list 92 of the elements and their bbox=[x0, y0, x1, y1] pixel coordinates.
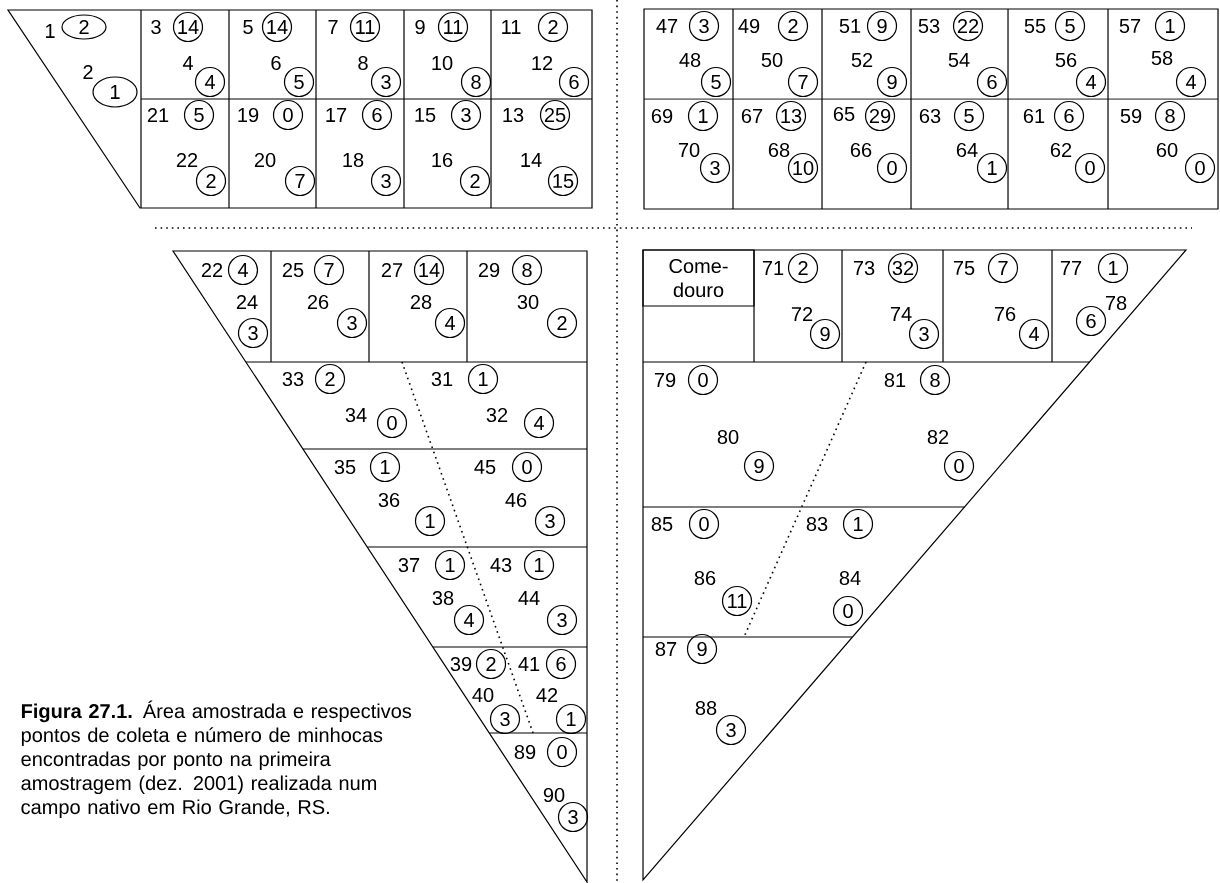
point-number: 84 bbox=[839, 570, 861, 586]
point-number: 47 bbox=[656, 19, 678, 33]
point-number: 14 bbox=[521, 153, 542, 167]
point-number: 42 bbox=[536, 688, 558, 702]
point-number: 13 bbox=[503, 107, 524, 123]
point-number: 29 bbox=[478, 262, 500, 278]
point-number: 22 bbox=[176, 153, 198, 167]
point-number: 4 bbox=[182, 56, 193, 70]
point-number: 60 bbox=[1156, 142, 1178, 158]
point-number: 1 bbox=[46, 24, 55, 38]
point-number: 49 bbox=[738, 18, 760, 34]
point-number: 52 bbox=[851, 52, 873, 68]
point-number: 8 bbox=[358, 55, 368, 71]
point-number: 40 bbox=[472, 687, 494, 703]
point-number: 87 bbox=[655, 641, 677, 657]
point-number: 68 bbox=[768, 142, 790, 158]
point-number: 17 bbox=[326, 108, 347, 122]
point-number: 31 bbox=[431, 371, 453, 387]
point-number: 46 bbox=[505, 492, 527, 508]
point-number: 35 bbox=[334, 459, 356, 475]
point-number: 33 bbox=[282, 371, 304, 387]
point-number: 36 bbox=[378, 492, 400, 508]
point-number: 65 bbox=[833, 106, 855, 122]
point-number: 58 bbox=[1151, 50, 1173, 66]
point-number: 82 bbox=[927, 429, 949, 445]
point-number: 73 bbox=[853, 260, 875, 276]
point-number: 90 bbox=[543, 787, 565, 803]
point-number: 21 bbox=[147, 108, 169, 122]
caption: Figura 27.1. Área amostrada e respectivos pontos de coleta e número de minhocas encontradas por ponto na primeira amostragem (dez. 2001) realizada num campo nativo em Rio Grande, RS. bbox=[21, 700, 412, 819]
point-number: 16 bbox=[432, 152, 453, 168]
point-number: 54 bbox=[948, 53, 970, 67]
point-number: 66 bbox=[850, 142, 872, 158]
point-number: 63 bbox=[919, 108, 941, 124]
point-number: 55 bbox=[1024, 19, 1046, 33]
point-number: 28 bbox=[410, 294, 432, 310]
point-number: 26 bbox=[307, 294, 329, 310]
point-number: 43 bbox=[490, 557, 512, 573]
point-number: 30 bbox=[517, 294, 539, 310]
point-number: 56 bbox=[1055, 52, 1077, 68]
point-number: 78 bbox=[1105, 295, 1127, 311]
point-number: 50 bbox=[761, 52, 783, 68]
point-number: 44 bbox=[518, 591, 540, 605]
feeder-box: Come- douro bbox=[642, 249, 755, 307]
point-number: 70 bbox=[678, 142, 700, 158]
point-number: 62 bbox=[1050, 142, 1072, 158]
point-number: 89 bbox=[514, 744, 536, 760]
point-number: 39 bbox=[450, 656, 472, 672]
point-number: 74 bbox=[890, 307, 912, 321]
point-number: 76 bbox=[994, 306, 1016, 322]
point-number: 27 bbox=[381, 263, 403, 277]
point-number: 57 bbox=[1119, 19, 1141, 33]
point-number: 79 bbox=[654, 372, 676, 388]
point-number: 67 bbox=[741, 108, 763, 124]
point-number: 51 bbox=[839, 19, 861, 33]
point-number: 59 bbox=[1120, 108, 1142, 124]
point-number: 5 bbox=[243, 20, 253, 34]
point-number: 88 bbox=[695, 700, 717, 716]
point-number: 38 bbox=[432, 590, 454, 606]
point-number: 53 bbox=[918, 18, 940, 34]
point-number: 69 bbox=[651, 108, 673, 124]
point-number: 45 bbox=[474, 460, 496, 474]
point-number: 75 bbox=[953, 261, 975, 275]
point-number: 9 bbox=[415, 19, 425, 35]
point-number: 85 bbox=[651, 516, 673, 532]
point-number: 12 bbox=[532, 56, 553, 70]
point-number: 11 bbox=[502, 20, 521, 34]
point-number: 32 bbox=[486, 407, 508, 423]
point-number: 71 bbox=[762, 261, 784, 275]
point-number: 10 bbox=[432, 55, 453, 71]
point-number: 37 bbox=[398, 557, 420, 573]
point-number: 72 bbox=[791, 307, 813, 321]
point-number: 19 bbox=[238, 107, 259, 123]
point-number: 24 bbox=[236, 295, 258, 309]
point-number: 81 bbox=[884, 372, 906, 388]
point-number: 25 bbox=[282, 262, 304, 278]
point-number: 86 bbox=[694, 570, 716, 586]
point-number: 61 bbox=[1023, 108, 1045, 124]
point-number: 41 bbox=[518, 657, 540, 671]
point-number: 7 bbox=[328, 20, 338, 34]
point-number: 6 bbox=[271, 55, 281, 71]
point-number: 3 bbox=[151, 19, 161, 35]
point-number: 48 bbox=[679, 52, 701, 68]
point-number: 15 bbox=[415, 108, 436, 122]
point-number: 64 bbox=[956, 142, 978, 158]
point-number: 22 bbox=[201, 263, 223, 277]
point-number: 83 bbox=[806, 516, 828, 532]
point-number: 80 bbox=[717, 429, 739, 445]
point-number: 77 bbox=[1060, 261, 1082, 275]
point-number: 20 bbox=[254, 152, 276, 168]
point-number: 2 bbox=[83, 65, 93, 79]
point-number: 34 bbox=[345, 407, 367, 423]
point-number: 18 bbox=[343, 152, 364, 168]
